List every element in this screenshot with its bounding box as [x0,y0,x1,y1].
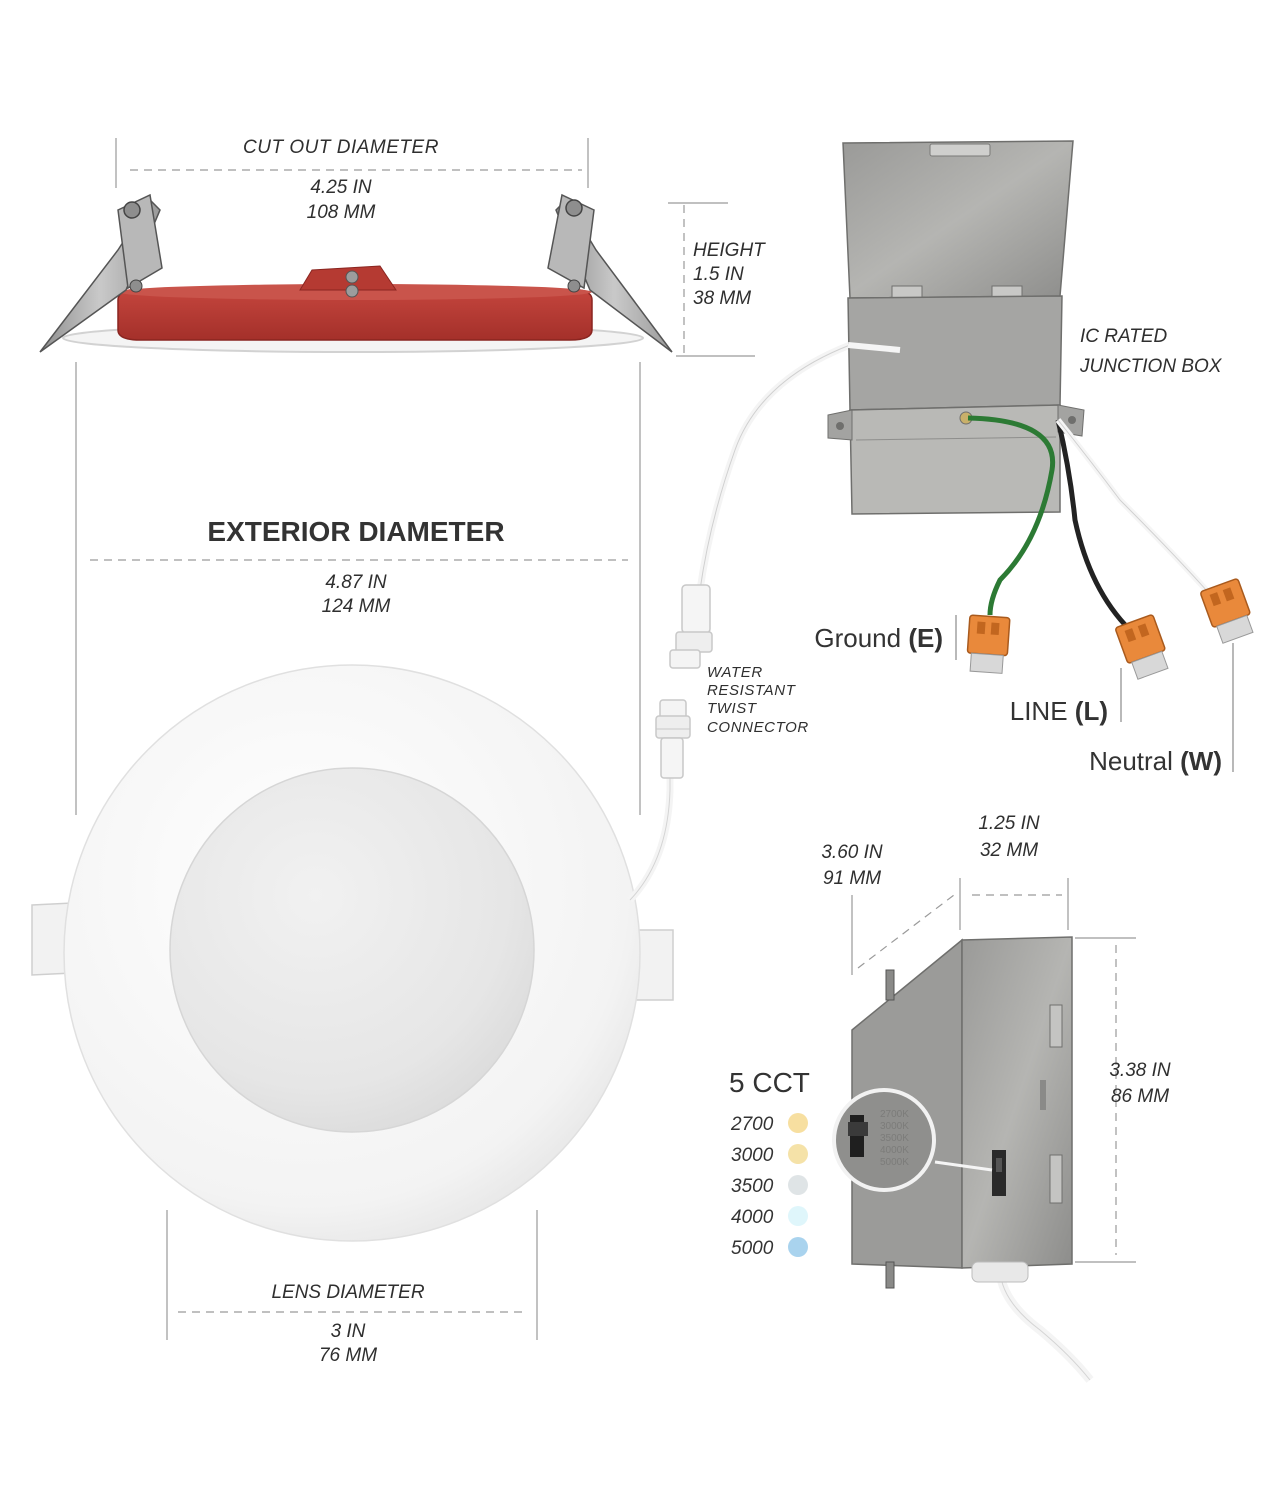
neutral-name: Neutral [1089,746,1173,776]
lens-title: LENS DIAMETER [271,1282,424,1303]
line-label: LINE (L) [1010,696,1108,726]
cct-color-dot-3500 [788,1175,808,1195]
cct-color-dot-4000 [788,1206,808,1226]
switch-labels: 2700K 3000K 3500K 4000K 5000K [880,1109,909,1168]
cct-color-dot-3000 [788,1144,808,1164]
junction-box-closed [832,936,1094,1383]
connector-label-1: WATER [707,664,763,681]
box-depth-mm: 91 MM [823,868,881,889]
line-name: LINE [1010,696,1068,726]
box-dimension-lines [851,878,1136,1263]
cct-value-3000: 3000 [731,1145,774,1166]
cct-color-dot-5000 [788,1237,808,1257]
cct-value-3500: 3500 [731,1176,774,1197]
junction-box-open [827,140,1085,515]
lens-in: 3 IN [331,1321,366,1342]
ground-code: (E) [908,623,943,653]
height-in: 1.5 IN [693,264,744,285]
box-width-mm: 32 MM [980,840,1038,861]
box-depth-in: 3.60 IN [821,842,883,863]
ground-label: Ground (E) [814,623,943,653]
downlight-side-view [39,193,673,353]
junction-wires [847,342,1218,632]
switch-label-3: 3500K [880,1133,909,1144]
cutout-dimension-lines [115,138,589,188]
box-height-mm: 86 MM [1111,1086,1169,1107]
height-title: HEIGHT [693,240,766,261]
cct-value-5000: 5000 [731,1238,774,1259]
exterior-title: EXTERIOR DIAMETER [207,516,504,547]
ground-name: Ground [814,623,901,653]
line-code: (L) [1075,696,1108,726]
cct-value-4000: 4000 [731,1207,774,1228]
connector-label-2: RESISTANT [707,682,797,699]
lens-mm: 76 MM [319,1345,377,1366]
height-mm: 38 MM [693,288,751,309]
switch-label-5: 5000K [880,1157,909,1168]
cct-value-2700: 2700 [730,1114,774,1135]
junction-box-label-1: IC RATED [1080,326,1168,347]
cutout-title: CUT OUT DIAMETER [243,137,439,158]
cutout-in: 4.25 IN [310,177,372,198]
connector-label-4: CONNECTOR [707,719,809,736]
wire-connectors [966,578,1254,680]
junction-box-label-2: JUNCTION BOX [1079,356,1223,377]
exterior-in: 4.87 IN [325,572,387,593]
connector-label-3: TWIST [707,700,758,717]
exterior-dimension-lines [75,362,641,815]
neutral-label: Neutral (W) [1089,746,1222,776]
box-width-in: 1.25 IN [978,813,1040,834]
height-dimension-lines [668,202,755,357]
neutral-code: (W) [1180,746,1222,776]
cct-list: 2700 3000 3500 4000 5000 [730,1113,808,1259]
wire-callout-lines [955,615,1234,772]
twist-connector [655,341,852,779]
cct-title: 5 CCT [729,1067,810,1098]
downlight-front-view [31,664,674,1242]
switch-label-2: 3000K [880,1121,909,1132]
cutout-mm: 108 MM [307,202,376,223]
switch-label-4: 4000K [880,1145,909,1156]
box-height-in: 3.38 IN [1109,1060,1171,1081]
exterior-mm: 124 MM [322,596,391,617]
switch-label-1: 2700K [880,1109,909,1120]
lens-dimension-lines [166,1210,538,1340]
cct-color-dot-2700 [788,1113,808,1133]
